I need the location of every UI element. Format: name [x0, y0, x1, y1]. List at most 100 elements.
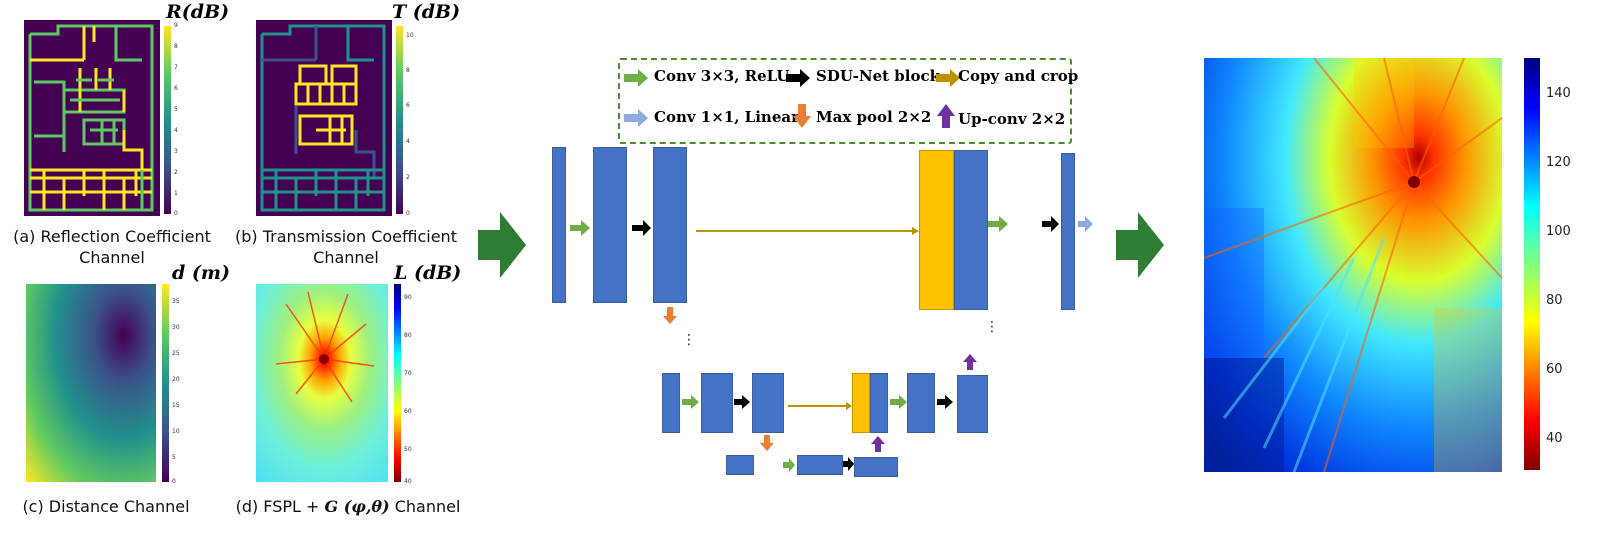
reflection-tick: 8	[174, 43, 178, 50]
transmission-unit-label: T (dB)	[392, 1, 461, 23]
distance-tick: 25	[172, 350, 180, 357]
fspl-colorbar	[394, 284, 401, 482]
fspl-channel-panel: 90 80 70 60 50 40	[256, 284, 426, 485]
reflection-colorbar	[164, 26, 171, 214]
output-colorbar-tick: 140	[1546, 86, 1571, 101]
concat-block-mid	[852, 373, 870, 433]
reflection-tick: 6	[174, 85, 178, 92]
upconv-arrow-icon	[937, 104, 955, 128]
reflection-tick: 5	[174, 106, 178, 113]
conv-arrow	[682, 395, 699, 409]
legend-conv1: Conv 1×1, Linear	[654, 108, 799, 126]
conv-arrow	[570, 220, 590, 236]
upconv-arrow	[963, 354, 977, 370]
maxpool-arrow	[760, 435, 774, 451]
encoder-block-2c	[752, 373, 784, 433]
input-to-network-arrow	[478, 212, 526, 278]
distance-caption: (c) Distance Channel	[22, 497, 190, 516]
distance-tick: 30	[172, 324, 180, 331]
concat-block-top	[919, 150, 954, 310]
ellipsis-right: ⋮	[985, 319, 999, 335]
sdu-arrow-icon	[786, 69, 810, 87]
distance-colorbar	[162, 284, 169, 482]
fspl-unit-label: L (dB)	[394, 262, 462, 284]
reflection-tick: 3	[174, 148, 178, 155]
output-colorbar-tick: 120	[1546, 155, 1571, 170]
output-pathloss-map	[1204, 58, 1503, 473]
conv1-arrow	[1078, 216, 1093, 232]
fspl-tick: 80	[404, 332, 412, 339]
legend-upconv: Up-conv 2×2	[958, 110, 1066, 128]
bottleneck-block-c	[854, 457, 898, 477]
legend-copy: Copy and crop	[958, 67, 1079, 85]
sdu-arrow	[843, 457, 854, 471]
decoder-block-2a	[870, 373, 888, 433]
reflection-channel-map	[24, 20, 171, 216]
output-colorbar-tick: 100	[1546, 224, 1571, 239]
distance-tick: 0	[172, 478, 176, 485]
network-to-output-arrow	[1116, 212, 1164, 278]
reflection-tick: 4	[174, 127, 178, 134]
output-colorbar-tick: 60	[1546, 362, 1563, 377]
decoder-block-1a	[954, 150, 988, 310]
maxpool-arrow	[663, 307, 677, 324]
output-colorbar-tick: 40	[1546, 431, 1563, 446]
encoder-block-1a	[593, 147, 627, 303]
reflection-tick: 2	[174, 169, 178, 176]
reflection-channel-panel: 9 8 7 6 5 4 3 2 1 0	[24, 20, 194, 220]
sdu-arrow	[937, 395, 953, 409]
transmission-tick: 8	[406, 67, 410, 74]
copy-arrow-icon	[936, 69, 960, 87]
input-block	[552, 147, 566, 303]
distance-tick: 35	[172, 298, 180, 305]
bottleneck-block-a	[726, 455, 754, 475]
legend-conv: Conv 3×3, ReLU	[654, 67, 790, 85]
decoder-block-1b	[1061, 153, 1075, 310]
ellipsis-left: ⋮	[682, 332, 696, 348]
conv-arrow	[890, 395, 907, 409]
transmission-tick: 0	[406, 210, 410, 217]
fspl-caption: (d) FSPL + G (φ,θ) Channel	[235, 497, 461, 516]
conv-arrow	[783, 458, 795, 472]
conv-arrow-icon	[624, 69, 648, 87]
transmission-tick: 2	[406, 174, 410, 181]
reflection-tick: 7	[174, 64, 178, 71]
legend-sdu: SDU-Net block	[816, 67, 941, 85]
decoder-block-2b	[907, 373, 935, 433]
bottleneck-block-b	[797, 455, 843, 475]
encoder-block-2b	[701, 373, 733, 433]
sdu-arrow	[632, 220, 651, 236]
fspl-tick: 40	[404, 478, 412, 485]
encoder-block-1b	[653, 147, 687, 303]
fspl-channel-map	[256, 284, 401, 482]
transmission-tick: 4	[406, 138, 410, 145]
fspl-tick: 90	[404, 294, 412, 301]
transmission-tick: 10	[406, 32, 414, 39]
distance-tick: 5	[172, 454, 176, 461]
output-colorbar-tick: 80	[1546, 293, 1563, 308]
transmission-channel-map	[256, 20, 403, 216]
output-colorbar	[1524, 58, 1540, 470]
distance-channel-panel: 35 30 25 20 15 10 5 0	[26, 284, 196, 485]
sdu-arrow	[1042, 216, 1059, 232]
upconv-arrow	[871, 436, 885, 452]
transmission-tick: 6	[406, 102, 410, 109]
decoder-block-2c	[957, 375, 988, 433]
distance-channel-map	[26, 284, 169, 482]
distance-tick: 15	[172, 402, 180, 409]
maxpool-arrow-icon	[793, 104, 811, 128]
transmission-channel-panel: 10 8 6 4 2 0	[256, 20, 426, 220]
distance-tick: 10	[172, 428, 180, 435]
conv-arrow	[988, 216, 1008, 232]
transmission-colorbar	[396, 26, 403, 214]
legend-maxpool: Max pool 2×2	[816, 108, 932, 126]
reflection-tick: 0	[174, 210, 178, 217]
distance-tick: 20	[172, 376, 180, 383]
conv1-arrow-icon	[624, 109, 648, 127]
fspl-tick: 70	[404, 370, 412, 377]
fspl-tick: 50	[404, 446, 412, 453]
sdu-arrow	[734, 395, 750, 409]
